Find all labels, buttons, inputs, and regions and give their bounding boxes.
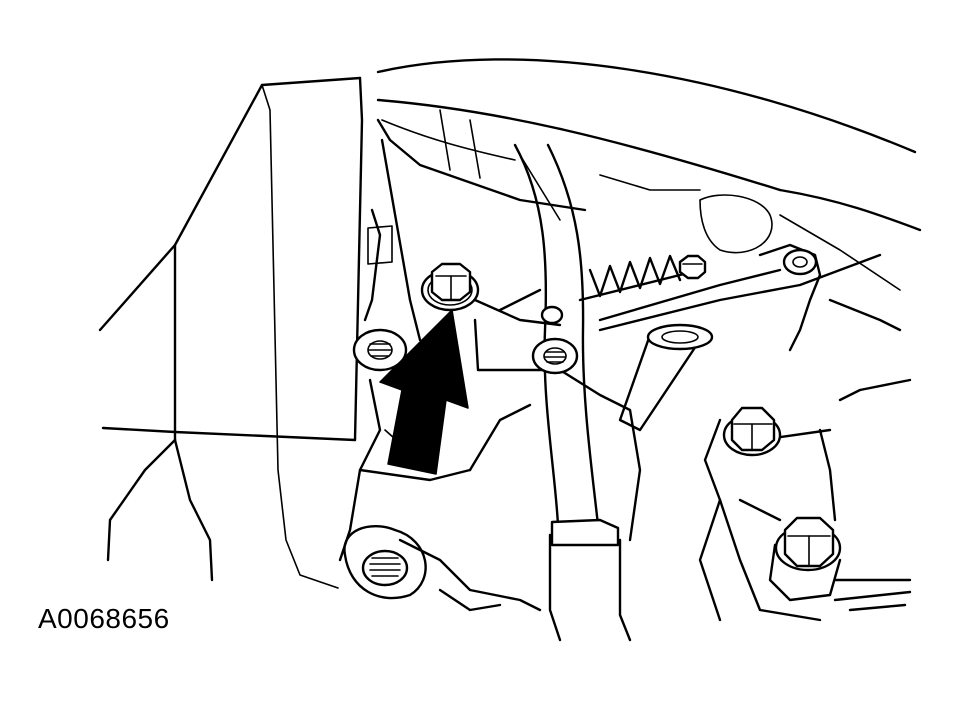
spring [578, 254, 702, 302]
right-bracket [758, 243, 912, 612]
figure-id-label: A0068656 [38, 603, 170, 634]
small-boss [540, 305, 564, 325]
right-bolt-upper [722, 406, 782, 457]
upper-cover [376, 58, 922, 291]
center-boss [531, 337, 579, 375]
drain-bolt [420, 262, 480, 312]
right-housing [698, 418, 832, 622]
left-boss [352, 328, 408, 372]
cylindrical-post [618, 323, 714, 432]
right-bolt-lower [768, 516, 842, 602]
dipstick-tube [513, 143, 632, 642]
lower-boss [343, 525, 427, 600]
left-housing [98, 76, 364, 589]
small-bolt [678, 254, 707, 280]
center-housing [338, 118, 882, 612]
pointer-arrow [379, 309, 469, 475]
